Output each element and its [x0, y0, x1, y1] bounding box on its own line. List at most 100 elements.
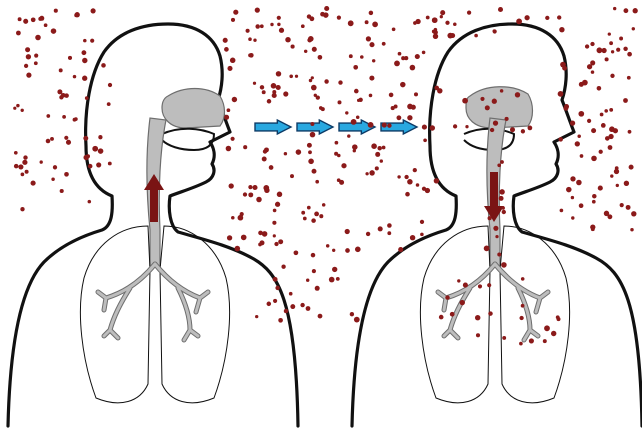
- particle-dot: [488, 311, 492, 315]
- particle-dot: [629, 165, 634, 170]
- particle-dot: [422, 51, 426, 55]
- particle-dot: [420, 220, 424, 224]
- particle-dot: [611, 50, 614, 53]
- particle-dot: [433, 30, 438, 35]
- particle-dot: [26, 54, 31, 59]
- particle-dot: [365, 172, 368, 175]
- particle-dot: [590, 42, 594, 46]
- particle-dot: [91, 8, 96, 13]
- particle-dot: [21, 109, 24, 112]
- particle-dot: [587, 119, 591, 123]
- particle-dot: [627, 52, 632, 57]
- particle-dot: [380, 159, 383, 162]
- particle-dot: [516, 19, 522, 25]
- particle-dot: [230, 58, 236, 64]
- particle-dot: [398, 247, 403, 252]
- particle-dot: [571, 216, 574, 219]
- particle-dot: [562, 66, 567, 71]
- particle-dot: [394, 61, 400, 67]
- particle-dot: [253, 82, 256, 85]
- particle-dot: [319, 106, 323, 110]
- particle-dot: [366, 232, 370, 236]
- particle-dot: [241, 235, 247, 241]
- particle-dot: [463, 283, 468, 288]
- particle-dot: [575, 141, 580, 146]
- particle-dot: [296, 149, 302, 155]
- particle-dot: [289, 75, 293, 79]
- particle-dot: [500, 89, 504, 93]
- particle-dot: [485, 105, 490, 110]
- lung-outline-right-side-left-person: [160, 226, 230, 403]
- bronchi-left: [98, 264, 208, 340]
- particle-dot: [591, 70, 595, 74]
- particle-dot: [226, 146, 232, 152]
- particle-dot: [252, 185, 257, 190]
- particle-dot: [278, 318, 283, 323]
- particle-dot: [332, 249, 335, 252]
- particle-dot: [413, 168, 417, 172]
- particle-dot: [337, 178, 341, 182]
- particle-dot: [615, 166, 619, 170]
- particle-dot: [488, 216, 492, 220]
- particle-dot: [558, 137, 563, 142]
- airflow-arrow-4: [381, 120, 417, 134]
- particle-dot: [392, 27, 396, 31]
- particle-dot: [375, 152, 380, 157]
- particle-dot: [430, 125, 435, 130]
- particle-dot: [439, 315, 444, 320]
- particle-dot: [338, 100, 342, 104]
- particle-dot: [607, 214, 612, 219]
- particle-dot: [521, 277, 525, 281]
- particle-dot: [396, 115, 401, 120]
- particle-dot: [64, 136, 68, 140]
- airflow-arrow-1: [255, 120, 291, 134]
- particle-dot: [322, 203, 326, 207]
- particle-dot: [616, 184, 619, 187]
- particle-dot: [352, 144, 358, 150]
- particle-dot: [434, 86, 439, 91]
- particle-dot: [453, 22, 457, 26]
- particle-dot: [269, 165, 274, 170]
- particle-dot: [410, 235, 415, 240]
- particle-dot: [484, 246, 490, 252]
- particle-dot: [53, 165, 57, 169]
- particle-dot: [521, 129, 525, 133]
- particle-dot: [460, 300, 465, 305]
- particle-dot: [255, 8, 260, 13]
- particle-dot: [519, 342, 523, 346]
- particle-dot: [599, 150, 603, 154]
- particle-dot: [616, 48, 620, 52]
- particle-dot: [369, 42, 374, 47]
- particle-dot: [332, 267, 337, 272]
- particle-dot: [101, 63, 106, 68]
- particle-dot: [264, 188, 269, 193]
- particle-dot: [487, 283, 491, 287]
- particle-dot: [398, 52, 402, 56]
- particle-dot: [559, 27, 564, 32]
- particle-dot: [341, 163, 346, 168]
- particle-dot: [283, 91, 288, 96]
- particle-dot: [310, 122, 314, 126]
- particle-dot: [62, 115, 66, 119]
- particle-dot: [462, 98, 468, 104]
- particle-dot: [284, 152, 287, 155]
- particle-dot: [605, 57, 609, 61]
- particle-dot: [369, 76, 374, 81]
- particle-dot: [557, 317, 561, 321]
- particle-dot: [74, 13, 78, 17]
- particle-dot: [624, 181, 629, 186]
- particle-dot: [289, 292, 293, 296]
- particle-dot: [426, 16, 430, 20]
- particle-dot: [372, 22, 378, 28]
- particle-dot: [59, 68, 63, 72]
- particle-dot: [235, 246, 241, 252]
- particle-dot: [434, 178, 439, 183]
- particle-dot: [626, 205, 631, 210]
- particle-dot: [628, 130, 632, 134]
- particle-dot: [404, 175, 408, 179]
- particle-dot: [306, 306, 311, 311]
- particle-dot: [273, 234, 276, 237]
- particle-dot: [267, 302, 272, 307]
- particle-dot: [445, 21, 449, 25]
